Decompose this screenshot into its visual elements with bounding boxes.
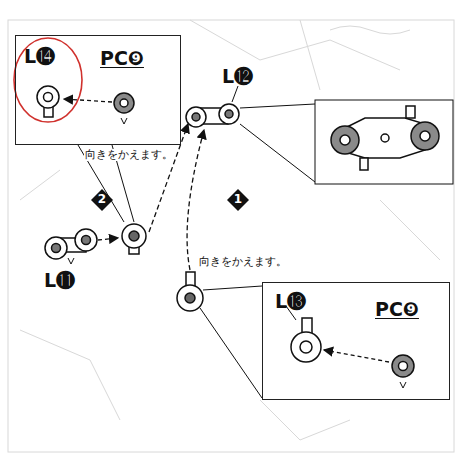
step-number: 2 xyxy=(93,193,111,206)
step-number: 1 xyxy=(229,193,247,206)
instruction-note: 向きをかえます。 xyxy=(84,149,174,161)
part-label: L⓫ xyxy=(44,270,75,291)
part-label: L⓮ xyxy=(24,46,55,67)
part-label: L⓬ xyxy=(222,66,253,87)
part-label: PC❾ xyxy=(375,299,419,320)
instruction-note: 向きをかえます。 xyxy=(198,256,288,268)
part-label: PC❾ xyxy=(100,48,144,69)
inset-box: L⓭ PC❾ xyxy=(262,282,450,400)
part-label: L⓭ xyxy=(275,291,306,312)
inset-box: L⓮ PC❾ xyxy=(15,35,181,145)
